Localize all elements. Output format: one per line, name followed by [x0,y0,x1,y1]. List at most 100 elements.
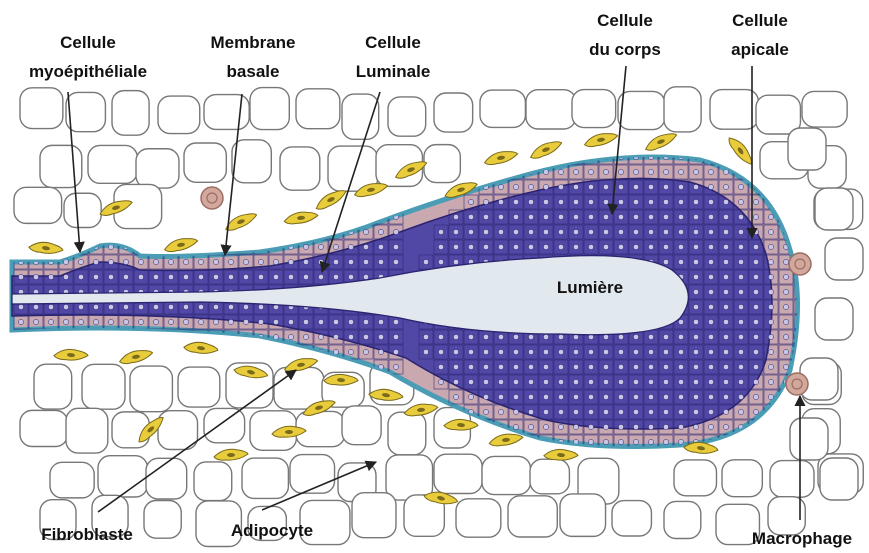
cell-nucleus [783,409,788,414]
cell-nucleus [693,364,698,369]
cell-nucleus [618,244,623,249]
cell-nucleus [453,229,458,234]
cell-nucleus [708,409,713,414]
cell-nucleus [378,229,383,234]
cell-nucleus [348,259,353,264]
adipocyte-cell [250,88,289,130]
cell-nucleus [243,274,248,279]
cell-nucleus [693,184,698,189]
cell-nucleus [663,409,668,414]
cell-nucleus [708,229,713,234]
luminal-cell [59,330,73,344]
cell-nucleus [588,214,593,219]
cell-nucleus [48,274,53,279]
cell-nucleus [633,454,638,459]
adipocyte-cell [82,364,125,409]
cell-nucleus [753,334,758,339]
cell-nucleus [168,334,173,339]
cell-nucleus [708,304,713,309]
cell-nucleus [633,199,638,204]
cell-nucleus [258,274,263,279]
luminal-cell [149,330,163,344]
luminal-cell [254,345,268,359]
luminal-cell [44,330,58,344]
luminal-cell [89,345,103,359]
cell-nucleus [138,229,143,234]
cell-nucleus [348,319,353,324]
luminal-cell [284,345,298,359]
cell-nucleus [633,439,638,444]
cell-nucleus [558,349,563,354]
cell-nucleus [693,349,698,354]
cell-nucleus [633,334,638,339]
fibroblast [727,134,755,168]
cell-nucleus [258,349,263,354]
luminal-cell [389,195,403,209]
cell-nucleus [393,364,398,369]
cell-nucleus [318,274,323,279]
cell-nucleus [738,199,743,204]
cell-nucleus [678,394,683,399]
cell-nucleus [738,289,743,294]
cell-nucleus [738,349,743,354]
cell-nucleus [783,289,788,294]
cell-nucleus [93,319,98,324]
luminal-cell [209,225,223,239]
cell-nucleus [468,229,473,234]
label-line: du corps [565,35,685,64]
cell-nucleus [288,259,293,264]
cell-nucleus [783,334,788,339]
cell-nucleus [378,334,383,339]
cell-nucleus [348,214,353,219]
cell-nucleus [363,319,368,324]
luminal-cell [734,435,748,449]
cell-nucleus [513,349,518,354]
cell-nucleus [753,289,758,294]
cell-nucleus [543,334,548,339]
adipocyte-cell [815,298,853,340]
cell-nucleus [138,244,143,249]
luminal-cell [164,225,178,239]
cell-nucleus [798,214,803,219]
cell-nucleus [213,259,218,264]
cell-nucleus [558,244,563,249]
cell-nucleus [618,199,623,204]
cell-nucleus [393,199,398,204]
cell-nucleus [633,229,638,234]
cell-nucleus [753,274,758,279]
cell-nucleus [768,214,773,219]
cell-nucleus [708,259,713,264]
cell-nucleus [378,244,383,249]
cell-nucleus [363,349,368,354]
cell-nucleus [453,379,458,384]
cell-nucleus [693,169,698,174]
luminal-cell [344,210,358,224]
cell-nucleus [588,169,593,174]
cell-nucleus [468,394,473,399]
adipocyte-cell [40,145,82,187]
luminal-cell [104,225,118,239]
cell-nucleus [198,304,203,309]
cell-nucleus [543,229,548,234]
cell-nucleus [78,334,83,339]
cell-nucleus [753,379,758,384]
cell-nucleus [648,199,653,204]
cell-nucleus [693,334,698,339]
cell-nucleus [528,244,533,249]
cell-nucleus [663,424,668,429]
cell-nucleus [153,319,158,324]
cell-nucleus [753,214,758,219]
cell-nucleus [678,244,683,249]
adipocyte-cell [434,93,473,132]
cell-nucleus [573,409,578,414]
cell-nucleus [543,424,548,429]
cell-nucleus [513,394,518,399]
cell-nucleus [768,409,773,414]
adipocyte-cell [342,94,379,139]
cell-nucleus [528,364,533,369]
cell-nucleus [588,349,593,354]
cell-nucleus [483,349,488,354]
cell-nucleus [693,289,698,294]
cell-nucleus [63,334,68,339]
cell-nucleus [183,214,188,219]
